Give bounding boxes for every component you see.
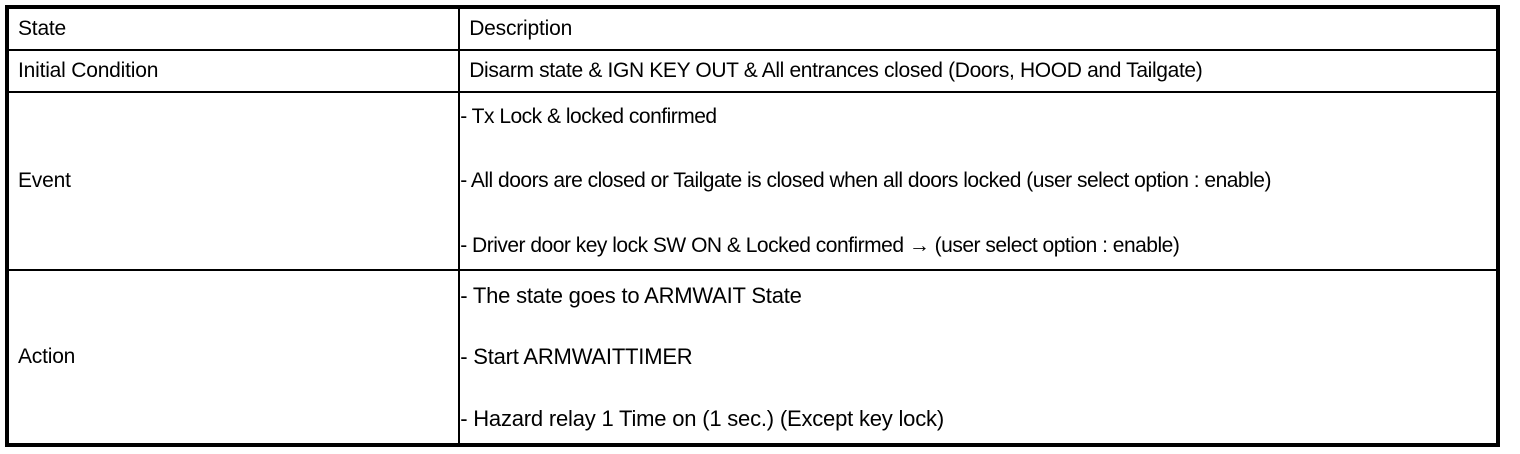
list-item: - Driver door key lock SW ON & Locked co…	[460, 233, 1180, 257]
header-cell-state: State	[7, 7, 460, 50]
list-item: - The state goes to ARMWAIT State	[460, 283, 802, 308]
table-row-action: Action - The state goes to ARMWAIT State…	[7, 269, 1498, 445]
description-text-initial-condition: Disarm state & IGN KEY OUT & All entranc…	[469, 58, 1203, 82]
state-cell-action: Action	[7, 269, 460, 445]
table-row-initial-condition: Initial Condition Disarm state & IGN KEY…	[7, 49, 1498, 92]
state-label-initial-condition: Initial Condition	[18, 58, 159, 82]
column-header-description: Description	[469, 16, 573, 40]
state-transition-table: State Description Initial Condition Disa…	[5, 5, 1500, 447]
event-bullet-list: - Tx Lock & locked confirmed - All doors…	[460, 93, 1496, 269]
description-cell-initial-condition: Disarm state & IGN KEY OUT & All entranc…	[458, 49, 1498, 92]
description-cell-action: - The state goes to ARMWAIT State - Star…	[458, 269, 1498, 445]
list-item: - Hazard relay 1 Time on (1 sec.) (Excep…	[460, 405, 944, 431]
column-header-state: State	[18, 16, 67, 40]
action-bullet-list: - The state goes to ARMWAIT State - Star…	[460, 271, 1496, 443]
state-label-action: Action	[18, 344, 76, 368]
description-cell-event: - Tx Lock & locked confirmed - All doors…	[458, 91, 1498, 270]
list-item: - Start ARMWAITTIMER	[460, 344, 693, 370]
list-item: - All doors are closed or Tailgate is cl…	[460, 169, 1271, 193]
table-row-event: Event - Tx Lock & locked confirmed - All…	[7, 91, 1498, 270]
table-header-row: State Description	[7, 7, 1498, 50]
header-cell-description: Description	[458, 7, 1498, 50]
state-label-event: Event	[18, 168, 71, 192]
state-cell-event: Event	[7, 91, 460, 270]
state-cell-initial-condition: Initial Condition	[7, 49, 460, 92]
list-item: - Tx Lock & locked confirmed	[460, 105, 717, 128]
